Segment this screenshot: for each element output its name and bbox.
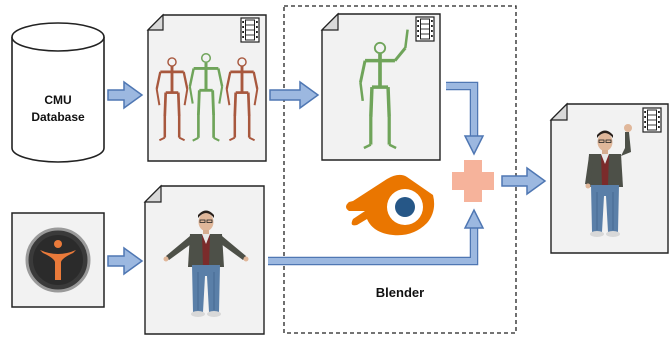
arrow-database-to-mocap	[107, 80, 144, 110]
film-strip-icon	[240, 17, 260, 43]
mocap-skeletons-document	[146, 13, 267, 162]
blender-region: Blender	[283, 5, 517, 334]
arrow-avatar-to-plus	[268, 208, 485, 266]
retargeted-skeleton-document	[320, 12, 441, 161]
database-label-line1: CMU	[44, 93, 71, 107]
skeleton-green-raised-arm	[358, 29, 409, 150]
film-strip-icon	[642, 107, 662, 133]
avatar-tpose	[163, 210, 249, 318]
arrow-mocap-to-blender	[269, 80, 320, 110]
film-strip-icon	[415, 16, 435, 42]
arrow-blender-to-output	[501, 166, 547, 196]
database-label-line2: Database	[31, 110, 85, 124]
cmu-database: CMU Database	[11, 22, 105, 163]
blender-label: Blender	[376, 285, 424, 300]
cylinder-icon	[11, 22, 105, 163]
human-figure-logo-icon	[25, 227, 91, 293]
animated-avatar-document	[549, 102, 669, 254]
blender-logo-icon	[346, 174, 435, 236]
tpose-avatar-document	[143, 184, 265, 335]
plus-icon	[452, 160, 494, 202]
app-logo-box	[11, 212, 105, 308]
arrow-logo-to-avatar	[107, 246, 144, 276]
avatar-waving	[585, 124, 632, 238]
arrow-skeleton-to-plus	[446, 81, 485, 156]
